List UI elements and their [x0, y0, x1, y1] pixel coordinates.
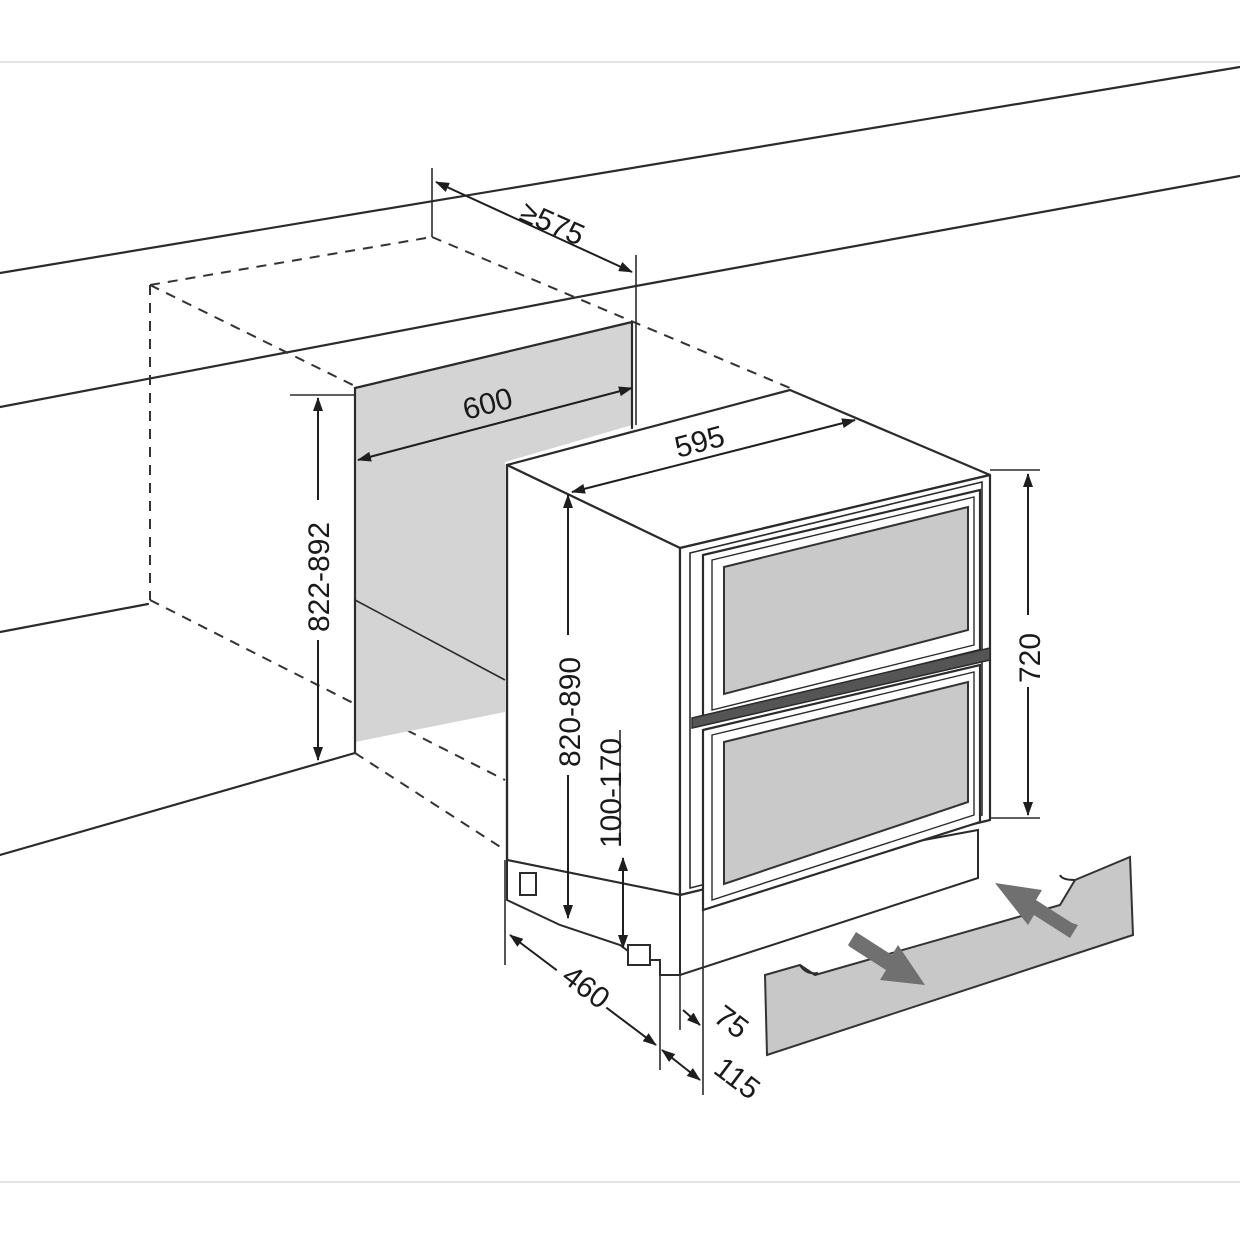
- label-cabinet-depth: ≥575: [515, 195, 589, 252]
- label-total-height: 820-890: [554, 657, 587, 767]
- dim-cabinet-depth: [431, 168, 637, 425]
- label-door-thickness: 75: [708, 999, 755, 1045]
- kitchen-cabinet: [0, 65, 1240, 857]
- label-door-height: 720: [1014, 633, 1047, 683]
- arrow-out-icon: [848, 932, 925, 985]
- dim-niche-width: [357, 386, 633, 462]
- dim-plinth-height: [618, 730, 628, 949]
- upper-drawer: [701, 488, 982, 720]
- lower-drawer: [701, 663, 982, 912]
- label-niche-height: 822-892: [303, 522, 336, 632]
- plinth-panel: [763, 855, 1135, 1057]
- label-plinth-offset: 115: [708, 1051, 766, 1106]
- label-plinth-height: 100-170: [595, 738, 628, 848]
- dim-plinth-offset: [661, 1049, 701, 1081]
- upper-drawer-glass: [723, 505, 969, 696]
- appliance-body: [505, 388, 992, 977]
- dim-appliance-width: [571, 418, 856, 494]
- lower-drawer-glass: [723, 680, 969, 886]
- arrow-in-icon: [995, 883, 1078, 938]
- dim-door-thickness: [679, 910, 704, 1095]
